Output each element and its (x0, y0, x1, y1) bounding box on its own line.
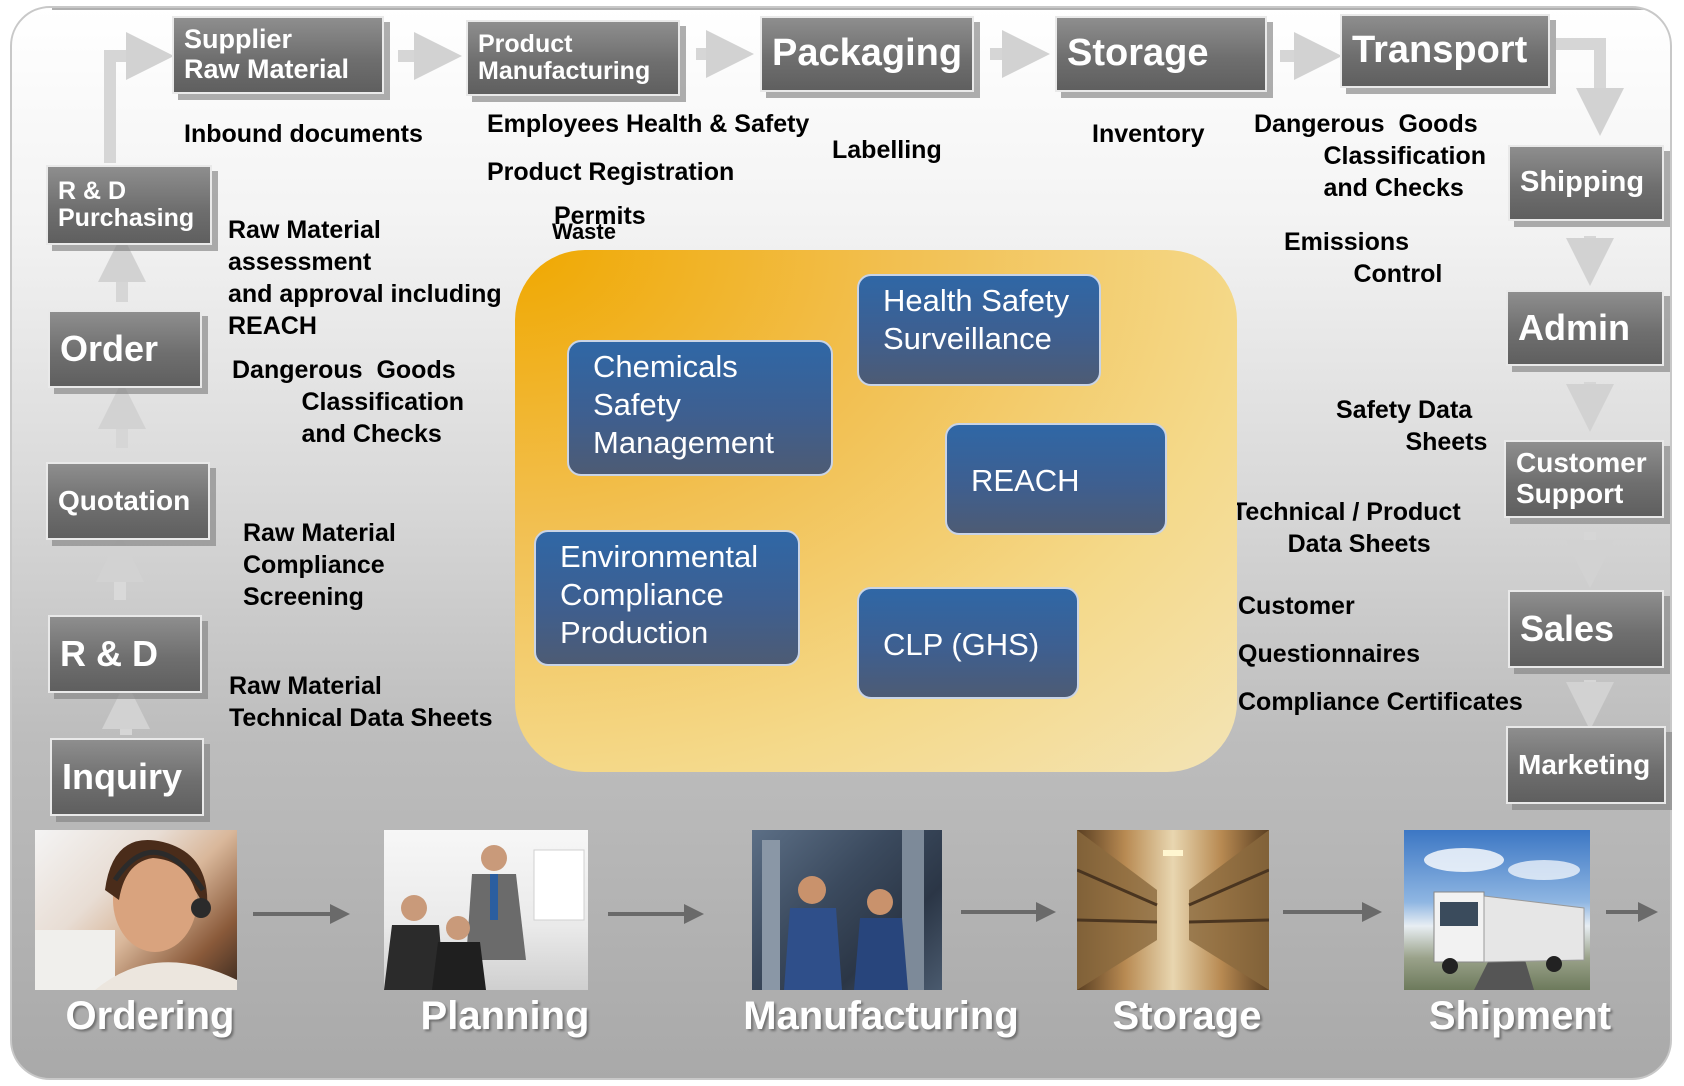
label-waste: Waste (552, 219, 616, 244)
module-health-safety: Health Safety Surveillance (857, 274, 1101, 386)
label-dangerous-goods-left: Dangerous Goods Classification and Check… (232, 356, 465, 448)
box-sales: Sales (1508, 590, 1664, 668)
box-packaging: Packaging (760, 16, 974, 92)
box-marketing: Marketing (1506, 726, 1666, 804)
box-shipping: Shipping (1508, 145, 1664, 221)
box-order: Order (48, 310, 202, 388)
photo-shipment (1404, 830, 1590, 990)
label-compliance-certificates: Compliance Certificates (1238, 688, 1523, 716)
box-supplier-raw-material: Supplier Raw Material (172, 16, 384, 94)
arrow-transport-shipping (1556, 38, 1624, 136)
box-inquiry: Inquiry (50, 738, 204, 816)
label-raw-material-tds: Raw Material Technical Data Sheets (229, 672, 493, 732)
module-clp-ghs: CLP (GHS) (857, 587, 1079, 699)
label-emissions-control: Emissions Control (1284, 228, 1443, 288)
label-dangerous-goods-right: Dangerous Goods Classification and Check… (1254, 110, 1487, 202)
box-storage: Storage (1055, 16, 1267, 92)
stage-label-storage: Storage (1112, 994, 1262, 1038)
label-labelling: Labelling (832, 136, 942, 164)
label-inventory: Inventory (1092, 120, 1205, 148)
label-raw-material-compliance: Raw Material Compliance Screening (243, 519, 396, 611)
warehouse-shelves-icon (1077, 830, 1269, 990)
box-customer-support: Customer Support (1504, 440, 1664, 518)
label-employees-health-safety: Employees Health & Safety (487, 110, 810, 138)
module-environmental-compliance: Environmental Compliance Production (534, 530, 800, 666)
operator-figure-icon (35, 840, 237, 990)
stage-label-planning: Planning (420, 994, 590, 1038)
box-admin: Admin (1506, 290, 1664, 366)
label-inbound-documents: Inbound documents (184, 120, 423, 148)
arrow-purchasing-supplier (104, 32, 174, 163)
label-raw-material-assessment: Raw Material assessment and approval inc… (228, 216, 502, 340)
label-safety-data-sheets: Safety Data Sheets (1336, 396, 1488, 456)
truck-icon (1424, 848, 1585, 990)
label-technical-data-sheets: Technical / Product Data Sheets (1232, 498, 1461, 558)
stage-label-manufacturing: Manufacturing (743, 994, 1019, 1038)
stage-label-shipment: Shipment (1428, 994, 1612, 1038)
box-transport: Transport (1340, 14, 1550, 88)
top-divider (52, 8, 1652, 10)
box-rd-purchasing: R & D Purchasing (46, 165, 212, 245)
box-product-manufacturing: Product Manufacturing (466, 20, 680, 96)
module-chemicals-safety: Chemicals Safety Management (567, 340, 833, 476)
box-rd: R & D (48, 615, 202, 693)
meeting-figure-icon (384, 845, 585, 990)
label-customer: Customer (1238, 592, 1355, 620)
module-reach: REACH (945, 423, 1167, 535)
photo-storage (1077, 830, 1269, 990)
stage-label-ordering: Ordering (65, 994, 235, 1038)
label-product-registration: Product Registration (487, 158, 735, 186)
photo-ordering (35, 830, 237, 990)
photo-planning (384, 830, 588, 990)
label-permits: Permits (554, 202, 646, 230)
box-quotation: Quotation (46, 462, 210, 540)
workers-figure-icon (762, 830, 924, 990)
label-questionnaires: Questionnaires (1238, 640, 1420, 668)
photo-manufacturing (752, 830, 942, 990)
